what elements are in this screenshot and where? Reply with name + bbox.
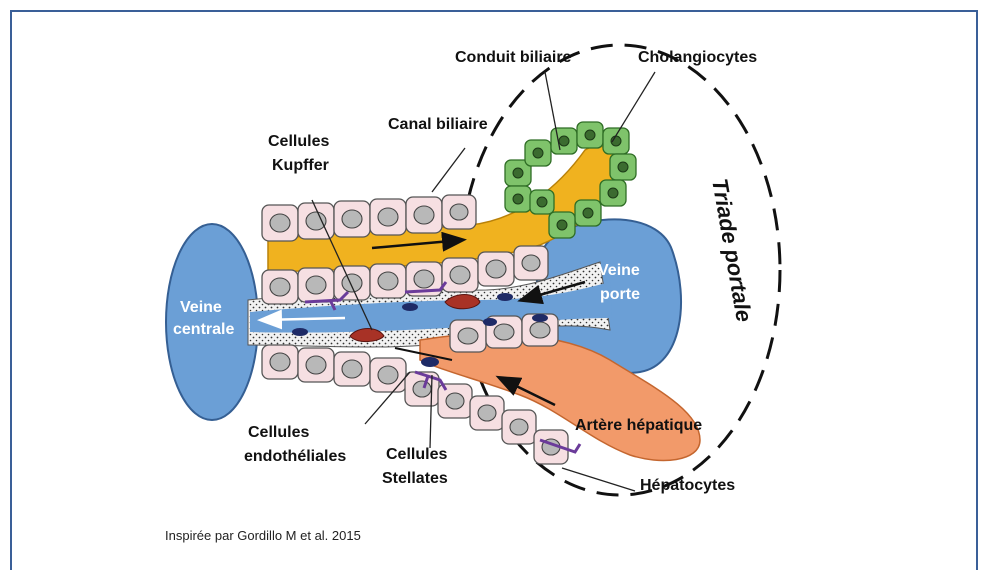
label-cellules-kupffer-line2: Kupffer [272,157,329,174]
figure-caption: Inspirée par Gordillo M et al. 2015 [165,528,361,543]
label-hepatocytes: Hépatocytes [640,477,735,494]
label-cellules-endotheliales-line2: endothéliales [244,448,346,465]
label-veine-porte-line1: Veine [598,262,640,279]
label-cellules-stellates-line2: Stellates [382,470,448,487]
label-artere-hepatique: Artère hépatique [575,417,702,434]
label-conduit-biliaire: Conduit biliaire [455,49,572,66]
label-triade-portale: Triade portale [707,177,757,324]
label-cellules-stellates-line1: Cellules [386,446,447,463]
label-cholangiocytes: Cholangiocytes [638,49,757,66]
label-cellules-endotheliales-line1: Cellules [248,424,309,441]
label-veine-porte-line2: porte [600,286,640,303]
label-veine-centrale-line1: Veine [180,299,222,316]
label-cellules-kupffer-line1: Cellules [268,133,329,150]
label-canal-biliaire: Canal biliaire [388,116,488,133]
label-veine-centrale-line2: centrale [173,321,234,338]
